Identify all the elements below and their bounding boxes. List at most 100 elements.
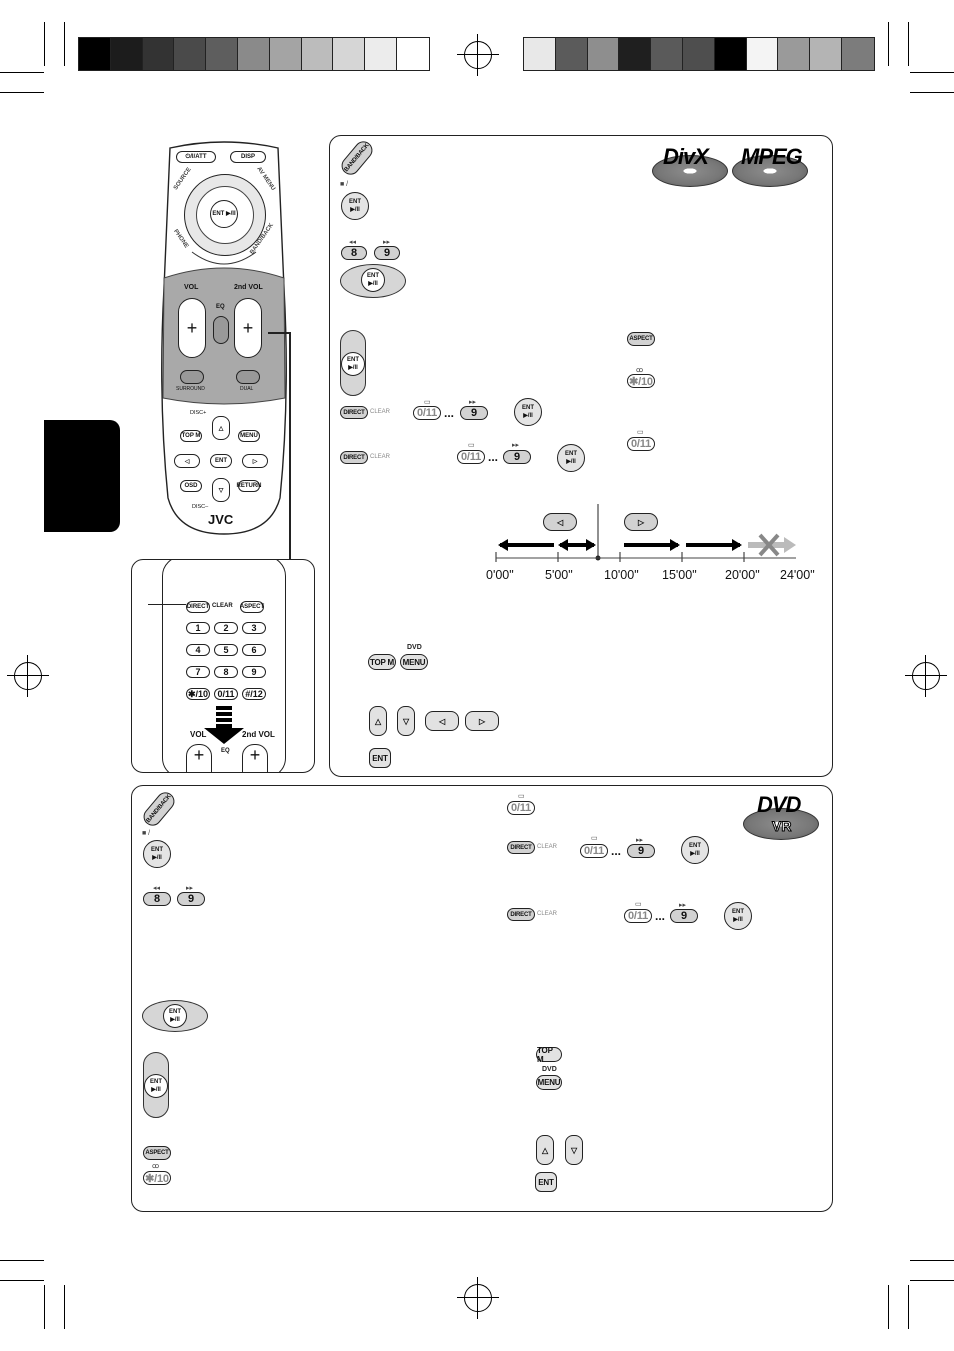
key-9-e[interactable]: 9 xyxy=(627,844,655,858)
key-9b[interactable]: 9 xyxy=(460,406,488,420)
color-swatch xyxy=(364,37,398,71)
keypad-key[interactable]: 2 xyxy=(214,622,238,634)
top-m-button-b[interactable]: TOP M xyxy=(536,1046,562,1064)
up-button[interactable]: △ xyxy=(369,706,387,736)
remote-ent-button[interactable]: ENT ▶/II xyxy=(210,200,238,228)
key-8-b[interactable]: 8 xyxy=(143,892,171,906)
dvd-logo: DVD xyxy=(757,792,801,817)
osd-button[interactable]: OSD xyxy=(180,480,202,492)
clear-label-b: CLEAR xyxy=(370,454,391,460)
top-m-button[interactable]: TOP M xyxy=(180,430,202,442)
aspect-button[interactable]: ASPECT xyxy=(627,332,655,346)
callout-line xyxy=(289,332,291,560)
eq-label: EQ xyxy=(216,304,225,310)
ent-play-button-b[interactable]: ENT ▶/II xyxy=(514,398,542,426)
key-10-b[interactable]: ✱/10 xyxy=(143,1171,171,1185)
keypad-key[interactable]: 5 xyxy=(214,644,238,656)
keypad-key[interactable]: 6 xyxy=(242,644,266,656)
direct-button-d[interactable]: DIRECT xyxy=(507,908,535,921)
direct-callout-line xyxy=(148,604,186,606)
key-10[interactable]: ✱/10 xyxy=(627,374,655,388)
left-button[interactable]: ◁ xyxy=(425,711,459,731)
ent-play-button-f[interactable]: ENT ▶/II xyxy=(724,902,752,930)
vpad-ent-button[interactable]: ENT ▶/II xyxy=(341,352,365,376)
second-vol-rocker[interactable]: + xyxy=(234,298,262,358)
down-button[interactable]: ▽ xyxy=(397,706,415,736)
clear-label-d: CLEAR xyxy=(537,911,558,917)
timeline-right-button[interactable]: ▷ xyxy=(624,513,658,531)
subtitle-icon: ▭ xyxy=(635,901,642,908)
color-swatch xyxy=(173,37,208,71)
crop-mark xyxy=(44,1285,45,1329)
pad-ent-button-b[interactable]: ENT ▶/II xyxy=(163,1004,187,1028)
direct-button-b[interactable]: DIRECT xyxy=(340,451,368,464)
up-button-b[interactable]: △ xyxy=(536,1135,554,1165)
vol-rocker[interactable]: + xyxy=(178,298,206,358)
direct-button[interactable]: DIRECT xyxy=(340,406,368,419)
key-9-f[interactable]: 9 xyxy=(670,909,698,923)
disc-up-button[interactable]: △ xyxy=(212,416,230,440)
key-0-11[interactable]: 0/11 xyxy=(413,406,441,420)
surround-button[interactable] xyxy=(180,370,204,384)
ent-play-button-d[interactable]: ENT ▶/II xyxy=(143,840,171,868)
right-button[interactable]: ▷ xyxy=(242,454,268,468)
subtitle-icon: ▭ xyxy=(424,399,431,406)
ent-play-button-e[interactable]: ENT ▶/II xyxy=(681,836,709,864)
key-0-11-c[interactable]: 0/11 xyxy=(627,437,655,451)
disp-button[interactable]: DISP xyxy=(230,151,266,163)
keypad-key[interactable]: 7 xyxy=(186,666,210,678)
ent-play-button[interactable]: ENT ▶/II xyxy=(341,192,369,220)
keypad-key[interactable]: 0/11 xyxy=(214,688,238,700)
dvd-menu-button[interactable]: MENU xyxy=(238,430,260,442)
subtitle-icon: ▭ xyxy=(468,442,475,449)
timeline-left-button[interactable]: ◁ xyxy=(543,513,577,531)
key-9c[interactable]: 9 xyxy=(503,450,531,464)
crop-mark xyxy=(908,1285,909,1329)
dual-button[interactable] xyxy=(236,370,260,384)
keypad-key[interactable]: 8 xyxy=(214,666,238,678)
keypad-key[interactable]: 4 xyxy=(186,644,210,656)
keypad-key[interactable]: 3 xyxy=(242,622,266,634)
ent-button[interactable]: ENT xyxy=(369,748,391,768)
color-swatch xyxy=(109,37,144,71)
dvd-menu-button[interactable]: MENU xyxy=(400,654,428,670)
key-0-11-d[interactable]: 0/11 xyxy=(507,801,535,815)
ent-button-b[interactable]: ENT xyxy=(535,1172,557,1192)
key-8[interactable]: 8 xyxy=(341,246,367,260)
color-swatch xyxy=(745,37,780,71)
crop-mark xyxy=(64,22,65,66)
disc-down-button[interactable]: ▽ xyxy=(212,478,230,502)
inset-direct-button[interactable]: DIRECT xyxy=(186,601,210,613)
pad-ent-button[interactable]: ENT ▶/II xyxy=(361,268,385,292)
key-0-11-e[interactable]: 0/11 xyxy=(580,844,608,858)
registration-mark-icon xyxy=(457,34,499,76)
key-0-11-f[interactable]: 0/11 xyxy=(624,909,652,923)
keypad-key[interactable]: 9 xyxy=(242,666,266,678)
key-9[interactable]: 9 xyxy=(374,246,400,260)
color-swatch xyxy=(205,37,239,71)
keypad-key[interactable]: ✱/10 xyxy=(186,688,210,700)
keypad-key[interactable]: #/12 xyxy=(242,688,266,700)
key-0-11-b[interactable]: 0/11 xyxy=(457,450,485,464)
color-swatch xyxy=(268,37,303,71)
eq-button[interactable] xyxy=(213,316,229,344)
inset-vol-label: VOL xyxy=(190,730,207,739)
inset-aspect-button[interactable]: ASPECT xyxy=(240,601,264,613)
crop-mark xyxy=(44,22,45,66)
down-button-b[interactable]: ▽ xyxy=(565,1135,583,1165)
dvd-menu-button-b[interactable]: MENU xyxy=(536,1075,562,1090)
ent-play-button-c[interactable]: ENT ▶/II xyxy=(557,444,585,472)
vpad-ent-button-b[interactable]: ENT ▶/II xyxy=(144,1074,168,1098)
center-ent-button[interactable]: ENT xyxy=(210,454,232,468)
top-m-button[interactable]: TOP M xyxy=(368,654,396,670)
ffwd-icon: ▸▸ xyxy=(186,885,194,892)
return-button[interactable]: RETURN xyxy=(237,480,262,492)
left-button[interactable]: ◁ xyxy=(174,454,200,468)
remote-control: ⏻/I/ATT DISP ENT ▶/II SOURCE AV MENU PHO… xyxy=(152,138,296,536)
keypad-key[interactable]: 1 xyxy=(186,622,210,634)
direct-button-c[interactable]: DIRECT xyxy=(507,841,535,854)
power-att-button[interactable]: ⏻/I/ATT xyxy=(176,151,216,163)
aspect-button-b[interactable]: ASPECT xyxy=(143,1146,171,1160)
key-9-d[interactable]: 9 xyxy=(177,892,205,906)
right-button[interactable]: ▷ xyxy=(465,711,499,731)
